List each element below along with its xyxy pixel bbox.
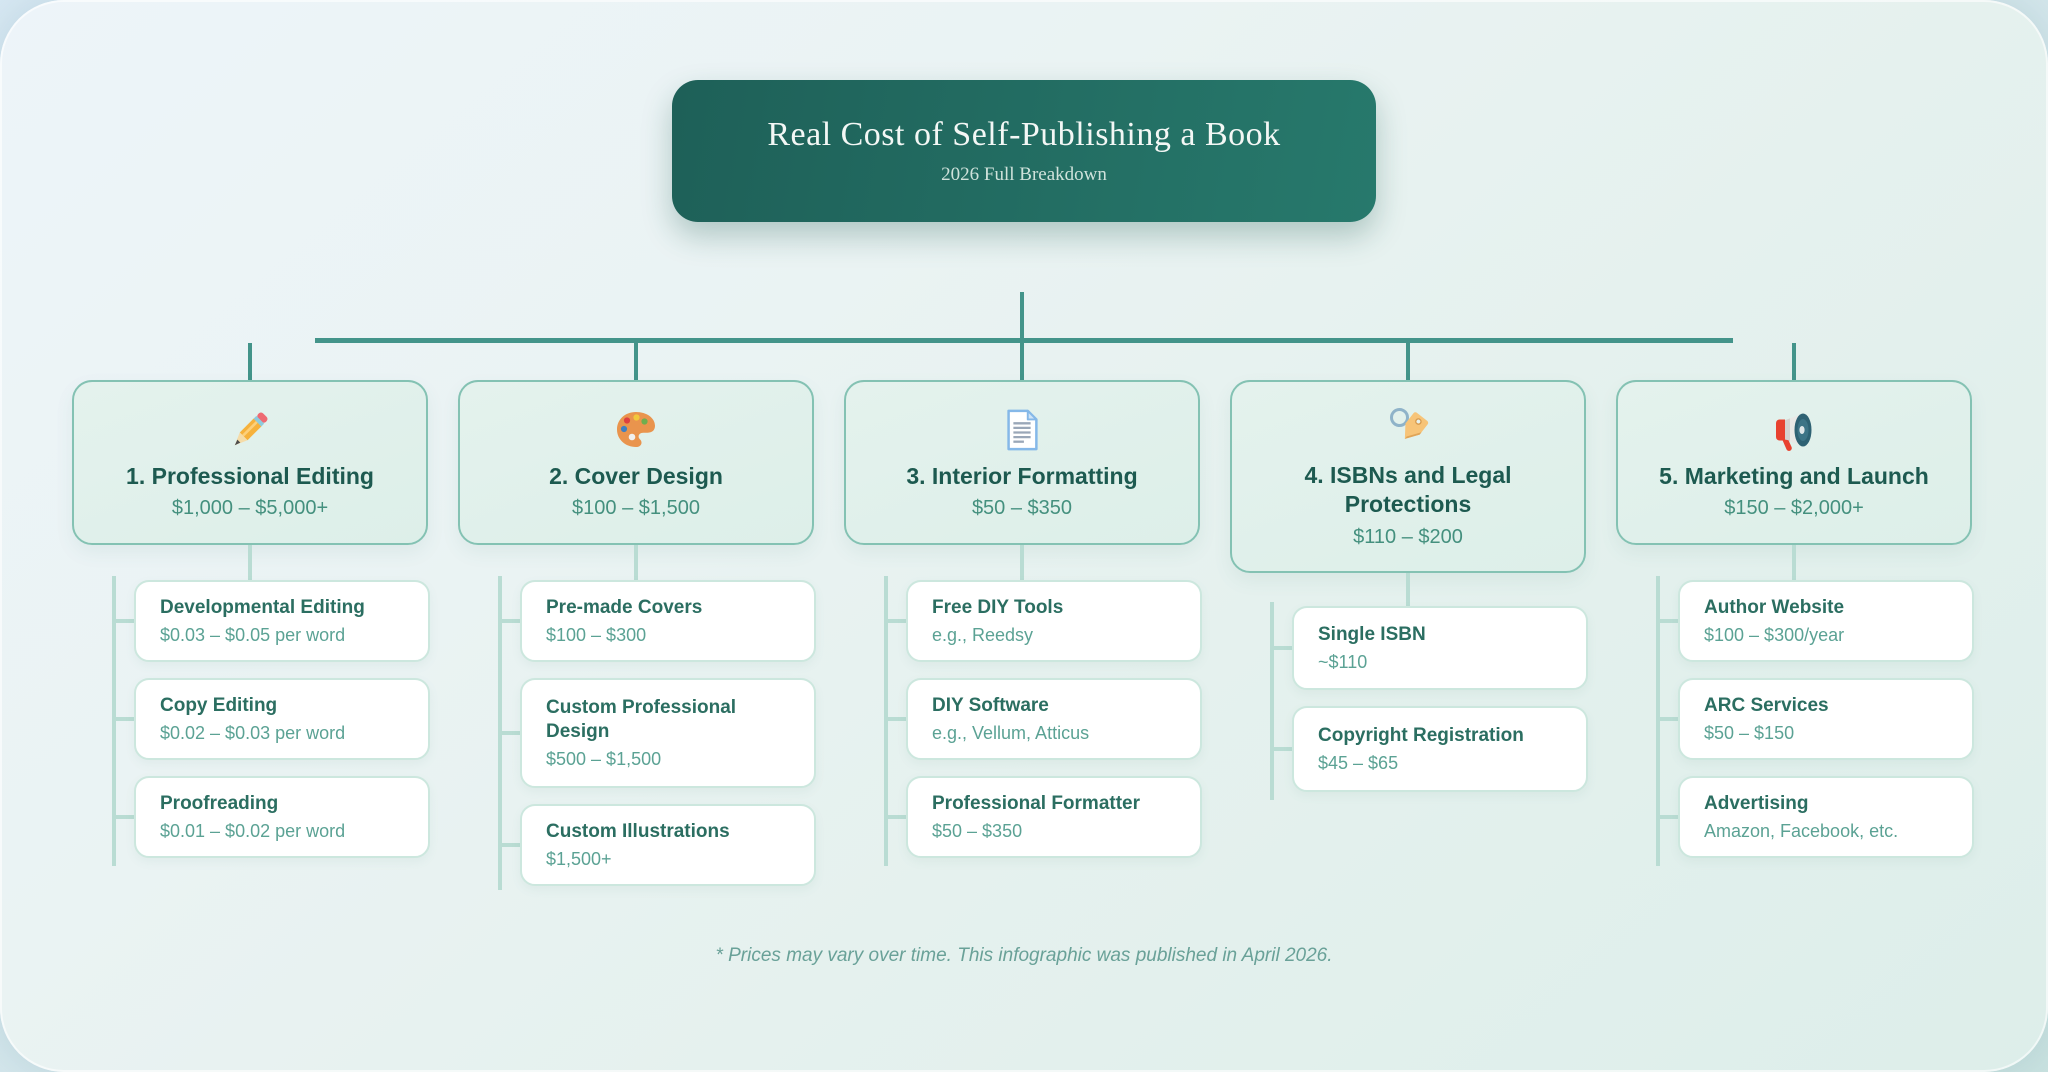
tree-rail-3 bbox=[884, 576, 888, 866]
sub-item-title: Copyright Registration bbox=[1318, 724, 1524, 746]
parent-stub-4 bbox=[1406, 573, 1410, 606]
parent-stub-5 bbox=[1792, 545, 1796, 580]
category-card-interior-formatting: 3. Interior Formatting $50 – $350 bbox=[844, 380, 1200, 545]
sub-item-card: Single ISBN ~$110 bbox=[1292, 606, 1588, 690]
category-title: 1. Professional Editing bbox=[126, 462, 374, 489]
branch-line-3 bbox=[1020, 343, 1024, 380]
branch-line-2 bbox=[634, 343, 638, 380]
sub-item-card: Professional Formatter $50 – $350 bbox=[906, 776, 1202, 858]
sub-item-title: Developmental Editing bbox=[160, 596, 365, 618]
branch-line-5 bbox=[1792, 343, 1796, 380]
page-title: Real Cost of Self-Publishing a Book bbox=[767, 116, 1281, 153]
category-price: $50 – $350 bbox=[971, 497, 1073, 520]
category-title: 3. Interior Formatting bbox=[906, 462, 1138, 489]
sub-item-card: Copy Editing $0.02 – $0.03 per word bbox=[134, 678, 430, 760]
sub-item-card: Free DIY Tools e.g., Reedsy bbox=[906, 580, 1202, 662]
sub-item-detail: $45 – $65 bbox=[1318, 752, 1399, 773]
sub-item-title: Single ISBN bbox=[1318, 623, 1426, 645]
parent-stub-1 bbox=[248, 545, 252, 580]
sub-item-detail: $0.02 – $0.03 per word bbox=[160, 722, 346, 743]
trunk-line bbox=[1020, 292, 1024, 339]
sub-item-detail: $500 – $1,500 bbox=[546, 748, 662, 769]
sub-item-detail: $50 – $350 bbox=[932, 820, 1023, 841]
tree-tick bbox=[498, 619, 524, 623]
sub-item-card: DIY Software e.g., Vellum, Atticus bbox=[906, 678, 1202, 760]
sub-item-detail: $1,500+ bbox=[546, 848, 612, 869]
branch-line-4 bbox=[1406, 343, 1410, 380]
sub-item-title: DIY Software bbox=[932, 694, 1049, 716]
sub-item-card: Proofreading $0.01 – $0.02 per word bbox=[134, 776, 430, 858]
sub-item-card: Custom Illustrations $1,500+ bbox=[520, 804, 816, 886]
sub-item-title: Custom Illustrations bbox=[546, 820, 730, 842]
megaphone-icon bbox=[1770, 405, 1818, 455]
tree-tick bbox=[498, 843, 524, 847]
sub-item-detail: Amazon, Facebook, etc. bbox=[1704, 820, 1899, 841]
footer-note: * Prices may vary over time. This infogr… bbox=[715, 945, 1333, 966]
category-title: 4. ISBNs and Legal Protections bbox=[1304, 462, 1512, 517]
sub-item-title: Advertising bbox=[1704, 792, 1809, 814]
category-card-cover-design: 2. Cover Design $100 – $1,500 bbox=[458, 380, 814, 545]
sub-item-card: Developmental Editing $0.03 – $0.05 per … bbox=[134, 580, 430, 662]
sub-item-detail: ~$110 bbox=[1318, 651, 1368, 672]
sub-item-title: Professional Formatter bbox=[932, 792, 1140, 814]
tree-rail-5 bbox=[1656, 576, 1660, 866]
tree-tick bbox=[1656, 717, 1682, 721]
sub-item-title: Proofreading bbox=[160, 792, 279, 814]
sub-item-detail: e.g., Reedsy bbox=[932, 624, 1034, 645]
sub-item-card: Advertising Amazon, Facebook, etc. bbox=[1678, 776, 1974, 858]
parent-stub-3 bbox=[1020, 545, 1024, 580]
sub-item-title: Pre-made Covers bbox=[546, 596, 703, 618]
tree-rail-4 bbox=[1270, 602, 1274, 800]
page-subtitle: 2026 Full Breakdown bbox=[941, 164, 1107, 185]
sub-item-detail: $0.03 – $0.05 per word bbox=[160, 624, 346, 645]
sub-item-card: Pre-made Covers $100 – $300 bbox=[520, 580, 816, 662]
sub-item-title: Free DIY Tools bbox=[932, 596, 1064, 618]
tree-tick bbox=[1656, 815, 1682, 819]
sub-item-card: Author Website $100 – $300/year bbox=[1678, 580, 1974, 662]
pencil-icon bbox=[226, 405, 274, 455]
sub-item-card: Custom Professional Design $500 – $1,500 bbox=[520, 678, 816, 788]
title-card: Real Cost of Self-Publishing a Book 2026… bbox=[672, 80, 1376, 222]
tree-tick bbox=[884, 815, 910, 819]
sub-item-detail: $50 – $150 bbox=[1704, 722, 1795, 743]
tree-tick bbox=[112, 815, 138, 819]
category-price: $150 – $2,000+ bbox=[1724, 497, 1864, 520]
tree-tick bbox=[1656, 619, 1682, 623]
tree-tick bbox=[1270, 646, 1296, 650]
sub-item-detail: $0.01 – $0.02 per word bbox=[160, 820, 346, 841]
tag-icon bbox=[1384, 404, 1432, 454]
sub-item-card: ARC Services $50 – $150 bbox=[1678, 678, 1974, 760]
sub-item-title: Copy Editing bbox=[160, 694, 278, 716]
tree-tick bbox=[112, 717, 138, 721]
tree-tick bbox=[884, 619, 910, 623]
tree-tick bbox=[884, 717, 910, 721]
sub-item-title: Author Website bbox=[1704, 596, 1845, 618]
parent-stub-2 bbox=[634, 545, 638, 580]
category-card-professional-editing: 1. Professional Editing $1,000 – $5,000+ bbox=[72, 380, 428, 545]
tree-tick bbox=[498, 731, 524, 735]
tree-rail-1 bbox=[112, 576, 116, 866]
category-card-isbns-legal: 4. ISBNs and Legal Protections $110 – $2… bbox=[1230, 380, 1586, 573]
sub-item-detail: $100 – $300/year bbox=[1704, 624, 1845, 645]
sub-item-title: Custom Professional Design bbox=[546, 696, 737, 743]
category-price: $100 – $1,500 bbox=[572, 497, 700, 520]
category-price: $110 – $200 bbox=[1353, 525, 1463, 548]
category-title: 2. Cover Design bbox=[549, 462, 723, 489]
tree-tick bbox=[1270, 747, 1296, 751]
sub-item-detail: $100 – $300 bbox=[546, 624, 647, 645]
horizontal-branch-line bbox=[315, 338, 1733, 343]
sub-item-detail: e.g., Vellum, Atticus bbox=[932, 722, 1090, 743]
category-title: 5. Marketing and Launch bbox=[1659, 462, 1929, 489]
palette-icon bbox=[612, 405, 660, 455]
tree-tick bbox=[112, 619, 138, 623]
sub-item-title: ARC Services bbox=[1704, 694, 1829, 716]
branch-line-1 bbox=[248, 343, 252, 380]
category-card-marketing-launch: 5. Marketing and Launch $150 – $2,000+ bbox=[1616, 380, 1972, 545]
category-price: $1,000 – $5,000+ bbox=[171, 497, 329, 520]
page-icon bbox=[999, 405, 1045, 455]
sub-item-card: Copyright Registration $45 – $65 bbox=[1292, 706, 1588, 792]
